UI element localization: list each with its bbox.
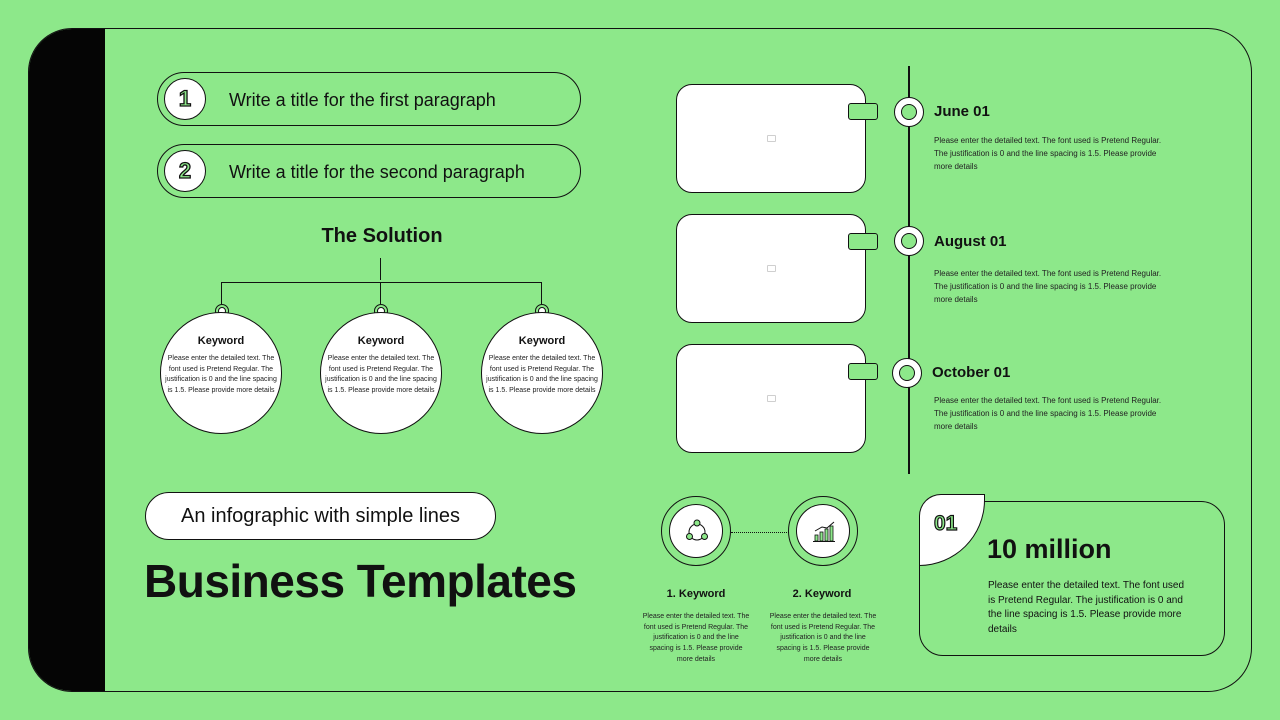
timeline-dot-1 xyxy=(894,97,924,127)
stat-number: 01 xyxy=(933,511,958,535)
timeline-line xyxy=(908,66,910,474)
timeline-text-3: Please enter the detailed text. The font… xyxy=(934,396,1162,431)
timeline-text-1: Please enter the detailed text. The font… xyxy=(934,136,1162,171)
tree-drop-center xyxy=(380,282,382,304)
tree-drop-left xyxy=(221,282,223,304)
photo-tab-1 xyxy=(848,103,878,120)
paragraph-title-2: Write a title for the second paragraph xyxy=(229,162,525,182)
photo-tab-2 xyxy=(848,233,878,250)
icon-keyword-title-2: 2. Keyword xyxy=(792,588,852,600)
paragraph-title-1: Write a title for the first paragraph xyxy=(229,90,496,110)
paragraph-title-pill-2: 2 Write a title for the second paragraph xyxy=(157,144,581,198)
keyword-circle-2: Keyword Please enter the detailed text. … xyxy=(320,312,442,434)
keyword-icon-ring-1 xyxy=(661,496,731,566)
icon-keyword-text-2: Please enter the detailed text. The font… xyxy=(769,613,877,663)
timeline-dot-3 xyxy=(892,358,922,388)
slide-frame xyxy=(28,28,1252,692)
photo-placeholder-3[interactable] xyxy=(676,344,866,453)
keyword-connector xyxy=(731,532,789,533)
paragraph-title-pill-1: 1 Write a title for the first paragraph xyxy=(157,72,581,126)
paragraph-number-1: 1 xyxy=(164,78,206,120)
keyword-icon-ring-2 xyxy=(788,496,858,566)
keyword-text-2: Please enter the detailed text. The font… xyxy=(325,355,437,395)
stat-text: Please enter the detailed text. The font… xyxy=(988,580,1185,635)
icon-keyword-text-1: Please enter the detailed text. The font… xyxy=(642,613,750,663)
timeline-date-2: August 01 xyxy=(934,233,1007,250)
left-black-spine xyxy=(29,29,105,691)
keyword-title-1: Keyword xyxy=(197,335,245,347)
icon-keyword-title-1: 1. Keyword xyxy=(666,588,726,600)
timeline-date-1: June 01 xyxy=(934,103,990,120)
stat-value: 10 million xyxy=(987,534,1112,564)
keyword-title-2: Keyword xyxy=(357,335,405,347)
growth-chart-icon xyxy=(813,521,835,542)
tree-drop-right xyxy=(541,282,543,304)
photo-placeholder-1[interactable] xyxy=(676,84,866,193)
keyword-title-3: Keyword xyxy=(518,335,566,347)
keyword-text-1: Please enter the detailed text. The font… xyxy=(165,355,277,395)
solution-title: The Solution xyxy=(321,225,443,247)
timeline-dot-2 xyxy=(894,226,924,256)
tree-stem xyxy=(380,258,382,280)
keyword-text-3: Please enter the detailed text. The font… xyxy=(486,355,598,395)
photo-placeholder-2[interactable] xyxy=(676,214,866,323)
cycle-icon xyxy=(686,519,708,541)
subtitle-pill: An infographic with simple lines xyxy=(145,492,496,540)
timeline-text-2: Please enter the detailed text. The font… xyxy=(934,269,1162,304)
image-placeholder-icon xyxy=(767,265,776,272)
photo-tab-3 xyxy=(848,363,878,380)
paragraph-number-2: 2 xyxy=(164,150,206,192)
keyword-circle-1: Keyword Please enter the detailed text. … xyxy=(160,312,282,434)
stat-box xyxy=(919,501,1225,656)
image-placeholder-icon xyxy=(767,135,776,142)
image-placeholder-icon xyxy=(767,395,776,402)
timeline-date-3: October 01 xyxy=(932,364,1011,381)
keyword-circle-3: Keyword Please enter the detailed text. … xyxy=(481,312,603,434)
main-title: Business Templates xyxy=(144,555,577,607)
